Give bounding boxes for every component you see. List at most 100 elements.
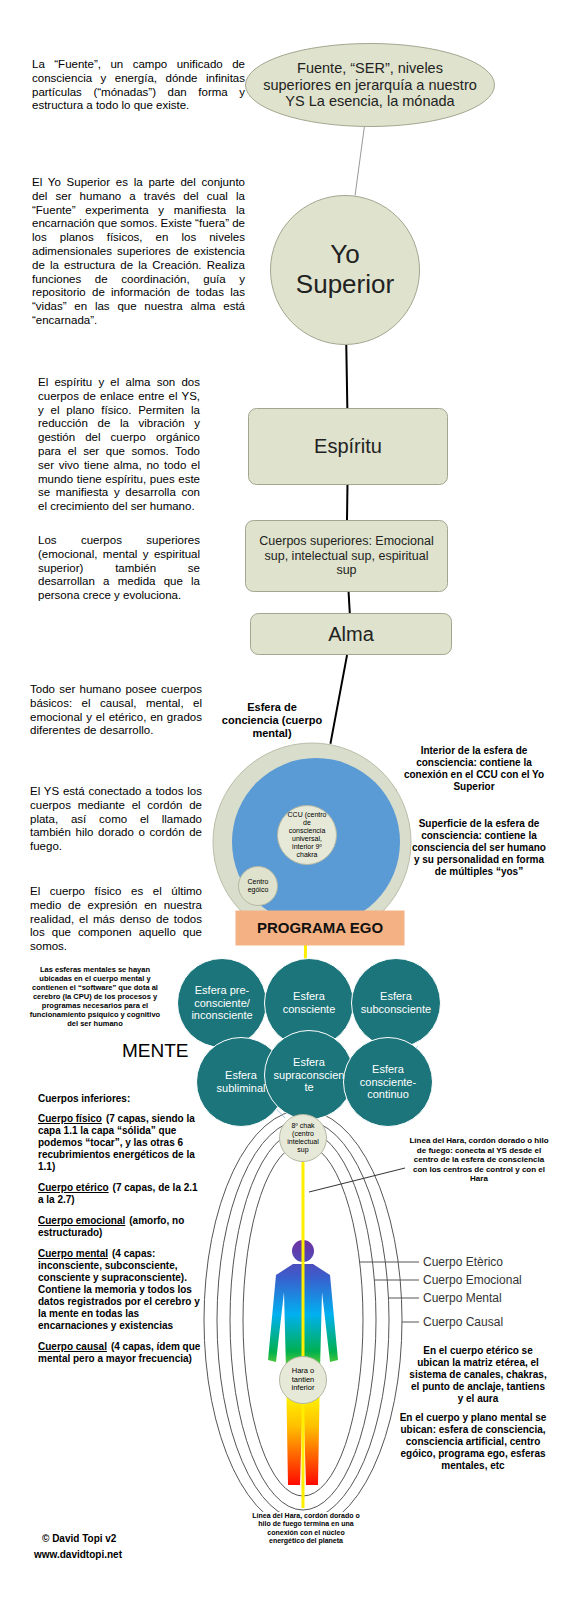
body-name: Cuerpo emocional <box>38 1215 125 1226</box>
node-text: Esfera subconsciente <box>360 990 432 1015</box>
sphere-interior <box>232 758 400 926</box>
node-text: 8º chak (centro intelectual sup <box>284 1122 322 1154</box>
node-content: Yo Superior <box>270 195 420 345</box>
list-item: Cuerpo emocional(amorfo, no estructurado… <box>38 1215 203 1239</box>
node-text: Cuerpos superiores: Emocional sup, intel… <box>254 534 439 577</box>
causal-outline <box>204 1110 402 1530</box>
ego-program-box: PROGRAMA EGO <box>235 910 405 946</box>
layer-name: Cuerpo Causal <box>423 1315 533 1329</box>
connector-line <box>330 655 347 744</box>
node-text: Esfera pre-consciente/ inconsciente <box>186 984 258 1022</box>
leader-line <box>388 1298 419 1299</box>
ellipse-shape <box>178 959 267 1048</box>
ellipse-shape <box>246 44 495 127</box>
node-text-block: Esfera consciente <box>273 990 345 1015</box>
section-title: MENTE <box>122 1040 194 1063</box>
node-content: Esfera supraconsciente <box>264 1030 354 1120</box>
sphere-heading: Esfera de conciencia (cuerpo mental) <box>218 701 326 741</box>
node-text-block: Esfera subliminal <box>205 1069 277 1094</box>
node-text: Esfera subliminal <box>205 1069 277 1094</box>
layer-name: Cuerpo Emocional <box>423 1273 543 1287</box>
hara-line <box>302 1162 305 1356</box>
note-text: El cuerpo físico es el último medio de e… <box>30 885 202 954</box>
list-item: Cuerpo mental(4 capas: inconsciente, sub… <box>38 1248 203 1332</box>
node-text-block: 8º chak (centro intelectual sup <box>284 1122 322 1154</box>
body-description: (4 capas: inconsciente, subconsciente, c… <box>38 1248 200 1331</box>
note-text: Las esferas mentales se hayan ubicadas e… <box>26 965 164 1028</box>
ellipse-shape <box>239 867 278 906</box>
layer-name: Cuerpo Etèrico <box>423 1255 533 1269</box>
spirit-box: Espíritu <box>248 408 448 485</box>
note-text: Los cuerpos superiores (emocional, menta… <box>38 534 200 603</box>
soul-box: Alma <box>250 613 452 655</box>
body-outlines <box>204 1110 402 1530</box>
node-content: 8º chak (centro intelectual sup <box>279 1114 327 1162</box>
connector-line <box>346 345 347 408</box>
hara-circle: Hara o tantien inferior <box>279 1356 327 1404</box>
node-text-block: Alma <box>259 623 444 646</box>
node-text: Esfera supraconsciente <box>273 1056 345 1094</box>
higher-bodies-box: Cuerpos superiores: Emocional sup, intel… <box>245 520 448 592</box>
section-heading: Cuerpos inferiores: <box>38 1093 198 1105</box>
node-text-block: PROGRAMA EGO <box>238 919 403 936</box>
node-content: Esfera pre-consciente/ inconsciente <box>177 958 267 1048</box>
mental-sphere: Esfera consciente <box>264 958 354 1048</box>
chakra-circle: 8º chak (centro intelectual sup <box>279 1114 327 1162</box>
body-name: Cuerpo etérico <box>38 1182 109 1193</box>
note-text: El YS está conectado a todos los cuerpos… <box>30 785 202 854</box>
ellipse-shape <box>278 806 337 865</box>
node-text-block: Espíritu <box>256 435 441 458</box>
node-text: CCU (centro de consciencia universal, in… <box>284 811 330 859</box>
copyright: © David Topi v2 <box>42 1533 172 1545</box>
body-name: Cuerpo causal <box>38 1341 107 1352</box>
list-item: Cuerpo físico(7 capas, siendo la capa 1.… <box>38 1113 203 1173</box>
ellipse-shape <box>265 1031 354 1120</box>
website: www.davidtopi.net <box>34 1549 164 1561</box>
body-name: Cuerpo mental <box>38 1248 108 1259</box>
note-text: Línea del Hara, cordón dorado o hilo de … <box>408 1136 550 1184</box>
source-ellipse: Fuente, “SER”, niveles superiores en jer… <box>245 43 495 127</box>
ccu-circle: CCU (centro de consciencia universal, in… <box>277 805 337 865</box>
node-content: Espíritu <box>248 408 448 485</box>
ellipse-shape <box>352 959 441 1048</box>
node-content: Esfera subliminal <box>196 1037 286 1127</box>
node-content: Esfera subconsciente <box>351 958 441 1048</box>
node-text: Espíritu <box>256 435 441 458</box>
mental-sphere: Esfera consciente-continuo <box>343 1037 433 1127</box>
ego-center-circle: Centro egóico <box>238 866 278 906</box>
hara-line-continuation <box>302 1404 305 1508</box>
node-content: Centro egóico <box>238 866 278 906</box>
mental-sphere: Esfera subliminal <box>196 1037 286 1127</box>
node-text: Hara o tantien inferior <box>284 1367 322 1393</box>
node-text-block: Cuerpos superiores: Emocional sup, intel… <box>254 534 439 577</box>
ellipse-shape <box>344 1038 433 1127</box>
body-name: Cuerpo físico <box>38 1113 102 1124</box>
box-shape <box>249 409 448 485</box>
list-item: Cuerpo causal(4 capas, ídem que mental p… <box>38 1341 203 1365</box>
ellipse-shape <box>271 196 420 345</box>
connector-line <box>346 485 348 520</box>
node-text-block: Centro egóico <box>242 878 274 894</box>
note-text: La “Fuente”, un campo unificado de consc… <box>32 58 245 113</box>
note-text: El espíritu y el alma son dos cuerpos de… <box>38 376 200 514</box>
leader-line <box>360 1262 419 1263</box>
note-text: En el cuerpo y plano mental se ubican: e… <box>398 1412 548 1472</box>
layer-name: Cuerpo Mental <box>423 1291 533 1305</box>
note-text: En el cuerpo etérico se ubican la matriz… <box>408 1345 548 1405</box>
ellipse-shape <box>280 1357 327 1404</box>
mental-sphere: Esfera subconsciente <box>351 958 441 1048</box>
mental-sphere: Esfera pre-consciente/ inconsciente <box>177 958 267 1048</box>
node-content: PROGRAMA EGO <box>235 910 405 946</box>
leader-line <box>374 1280 419 1281</box>
node-content: Alma <box>250 613 452 655</box>
node-text: Alma <box>259 623 444 646</box>
list-item: Cuerpo etérico(7 capas, de la 2.1 a la 2… <box>38 1182 203 1206</box>
node-text-block: Esfera consciente-continuo <box>352 1063 424 1101</box>
node-text-block: Hara o tantien inferior <box>284 1367 322 1393</box>
node-text: Fuente, “SER”, niveles superiores en jer… <box>263 60 478 110</box>
leader-lines <box>360 1262 419 1322</box>
node-text: Yo Superior <box>285 240 405 300</box>
body-list: Cuerpo físico(7 capas, siendo la capa 1.… <box>38 1113 203 1374</box>
node-text: Centro egóico <box>242 878 274 894</box>
